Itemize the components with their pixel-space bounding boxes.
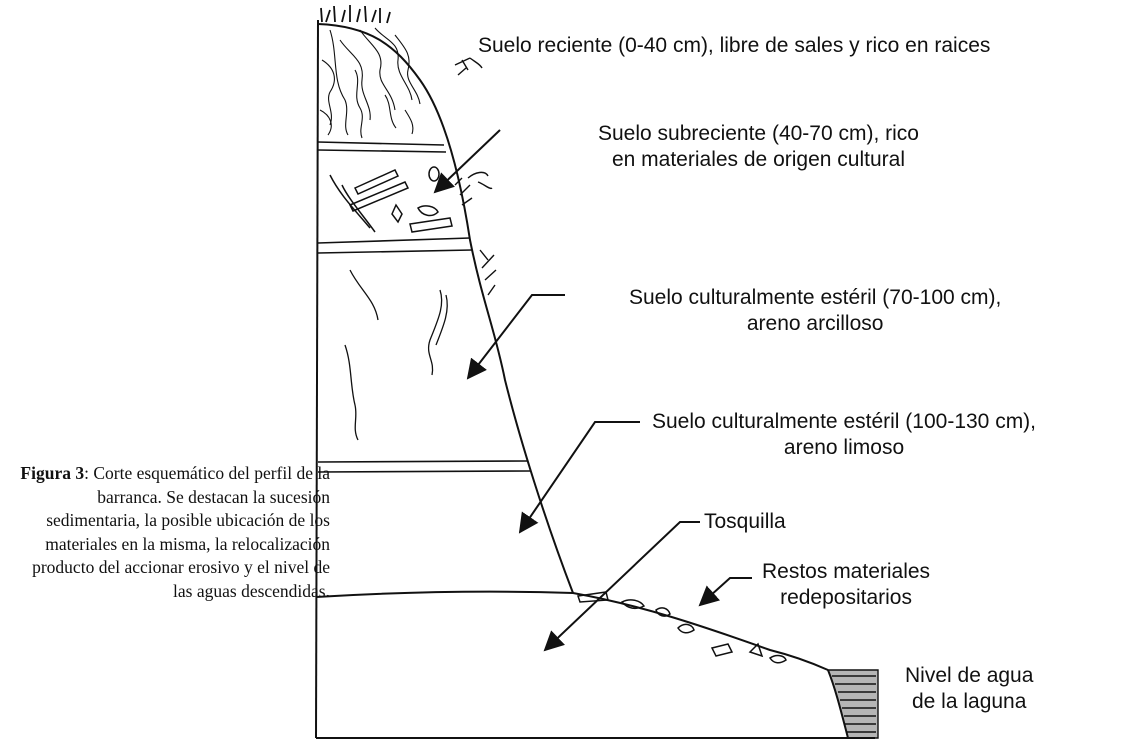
roots bbox=[319, 27, 421, 139]
figure-caption-text: : Corte esquemático del perfil de la bar… bbox=[32, 463, 330, 601]
cliff-plants bbox=[454, 57, 497, 296]
boundary-70cm-lower bbox=[317, 249, 473, 254]
figure-caption-label: Figura 3 bbox=[20, 463, 85, 483]
boundary-100cm bbox=[317, 460, 528, 463]
arrow-layer2 bbox=[433, 129, 501, 194]
boundary-40cm-lower bbox=[317, 149, 447, 153]
label-tosquilla-text: Tosquilla bbox=[704, 510, 786, 533]
label-layer1: Suelo reciente (0-40 cm), libre de sales… bbox=[478, 33, 990, 59]
left-wall-line bbox=[315, 19, 319, 739]
beach-slope-line bbox=[315, 590, 829, 671]
boundary-100cm-lower bbox=[317, 470, 531, 473]
label-layer2: Suelo subreciente (40-70 cm), rico en ma… bbox=[598, 121, 919, 173]
label-layer3-line1: Suelo culturalmente estéril (70-100 cm), bbox=[629, 286, 1002, 309]
arrow-layer4 bbox=[518, 421, 640, 534]
label-restos-line1: Restos materiales bbox=[762, 560, 931, 583]
label-restos: Restos materiales redepositarios bbox=[762, 559, 930, 611]
label-layer4-line1: Suelo culturalmente estéril (100-130 cm)… bbox=[652, 410, 1037, 433]
cliff-face-line bbox=[317, 23, 574, 594]
label-agua-line1: Nivel de agua bbox=[905, 664, 1034, 687]
arrow-restos bbox=[698, 577, 752, 607]
label-layer4: Suelo culturalmente estéril (100-130 cm)… bbox=[652, 409, 1036, 461]
boundary-70cm bbox=[317, 237, 471, 244]
lagoon-water bbox=[826, 669, 879, 739]
label-agua: Nivel de agua de la laguna bbox=[905, 663, 1033, 715]
clay-cracks bbox=[344, 269, 448, 441]
label-layer4-line2: areno limoso bbox=[783, 436, 905, 459]
boundary-40cm bbox=[317, 141, 445, 146]
arrow-tosquilla bbox=[543, 521, 700, 652]
label-tosquilla: Tosquilla bbox=[704, 509, 786, 535]
label-layer1-text: Suelo reciente (0-40 cm), libre de sales… bbox=[478, 34, 991, 57]
cultural-materials bbox=[329, 166, 453, 233]
grass-tufts bbox=[320, 5, 391, 24]
figure-caption: Figura 3: Corte esquemático del perfil d… bbox=[10, 462, 330, 603]
arrow-layer3 bbox=[466, 294, 565, 380]
arrows bbox=[433, 129, 752, 652]
label-layer2-line1: Suelo subreciente (40-70 cm), rico bbox=[598, 122, 919, 145]
label-restos-line2: redepositarios bbox=[780, 586, 912, 609]
label-agua-line2: de la laguna bbox=[911, 690, 1027, 713]
label-layer3-line2: areno arcilloso bbox=[746, 312, 884, 335]
redeposited-materials bbox=[577, 591, 787, 664]
stratum-boundaries bbox=[317, 141, 531, 473]
label-layer3: Suelo culturalmente estéril (70-100 cm),… bbox=[629, 285, 1001, 337]
label-layer2-line2: en materiales de origen cultural bbox=[611, 148, 905, 171]
